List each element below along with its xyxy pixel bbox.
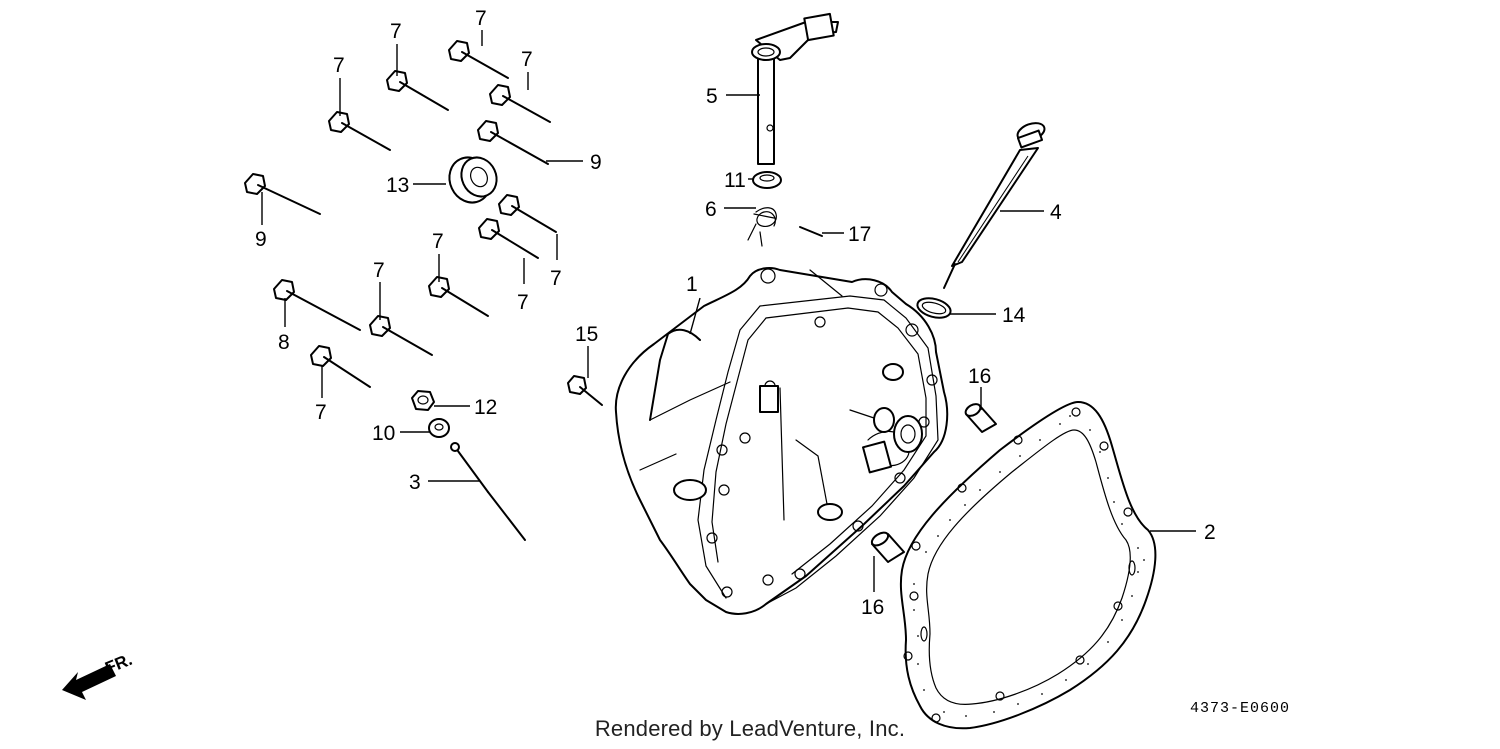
callout-16-b: 16 [861,596,884,619]
bolt-7-top [448,40,509,79]
oil-filler-cap-4 [943,122,1046,289]
bolt-7-mid-right-b [478,218,539,259]
callout-15: 15 [575,323,598,346]
callout-9-b: 9 [590,151,602,174]
bolt-7-upper-right [489,84,551,123]
bolt-7-lower-right [369,315,433,356]
callout-11: 11 [724,169,746,192]
credit-line: Rendered by LeadVenture, Inc. [594,716,906,741]
shaft-3 [450,442,526,541]
callout-7-c: 7 [521,48,533,71]
callout-10: 10 [372,422,395,445]
callout-7-i: 7 [315,401,327,424]
callout-13: 13 [386,174,409,197]
dowel-pin-16-upper [964,403,997,433]
bolt-7-mid-right-a [498,194,557,233]
crankcase-cover-1 [614,267,949,615]
callout-9-a: 9 [255,228,267,251]
bolt-15 [567,375,603,406]
pin-17 [799,226,823,237]
front-label: FR. [102,650,135,678]
bolt-7-center [428,276,489,317]
callout-12: 12 [474,396,497,419]
callout-7-g: 7 [432,230,444,253]
front-direction-indicator: FR. [62,650,135,700]
dowel-pin-16-lower [870,531,905,563]
callout-4: 4 [1050,201,1062,224]
callout-7-d: 7 [333,54,345,77]
cover-gasket-2 [899,401,1157,730]
oil-seal-11 [752,171,782,189]
callout-5: 5 [706,85,718,108]
callout-1: 1 [686,273,698,296]
callout-3: 3 [409,471,421,494]
bolt-7-upper-left [386,70,449,111]
bolt-8 [273,279,361,331]
callout-2: 2 [1204,521,1216,544]
bolt-7-lower-left [310,345,371,388]
leader-lines [261,30,1196,592]
bearing-13 [448,156,498,204]
callout-6: 6 [705,198,717,221]
callout-7-h: 7 [373,259,385,282]
spring-6 [747,207,777,247]
callout-labels: 1 2 3 4 5 6 7 7 7 7 7 7 7 7 7 8 9 9 10 1… [255,7,1216,619]
o-ring-14 [916,297,952,319]
bolt-9-lower [244,173,321,215]
callout-14: 14 [1002,304,1026,327]
nut-12 [411,390,435,411]
shift-shaft-5 [751,12,839,165]
bolt-7-left [328,111,391,151]
callout-17: 17 [848,223,871,246]
callout-7-e: 7 [550,267,562,290]
callout-16-a: 16 [968,365,991,388]
washer-10 [428,418,450,438]
bolt-9-upper [477,120,549,165]
diagram-code: 4373-E0600 [1190,700,1291,717]
callout-7-a: 7 [475,7,487,30]
callout-7-b: 7 [390,20,402,43]
callout-7-f: 7 [517,291,529,314]
callout-8: 8 [278,331,290,354]
